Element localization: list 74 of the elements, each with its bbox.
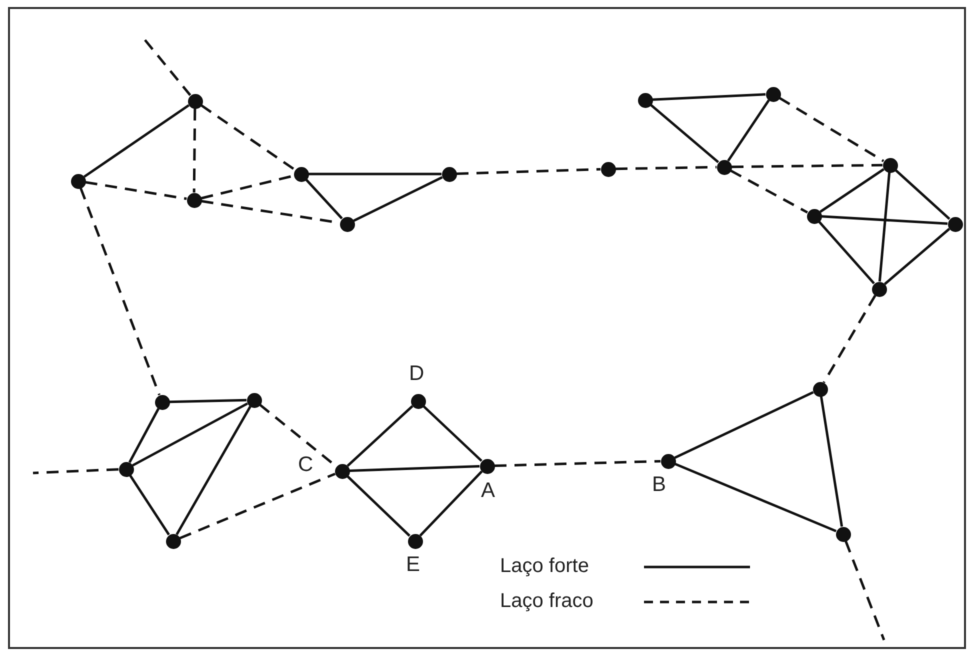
weak-tie-line <box>494 460 661 468</box>
node-dot <box>334 464 350 478</box>
weak-tie-line <box>80 188 160 396</box>
node-dot <box>340 216 354 232</box>
strong-tie-line <box>305 178 343 220</box>
strong-tie-line <box>818 220 875 284</box>
strong-tie-line <box>346 405 414 467</box>
strong-tie-line <box>128 408 160 463</box>
node-dot <box>766 86 780 102</box>
node-dot <box>872 282 886 296</box>
node-dot <box>188 94 202 108</box>
strong-tie-line <box>176 406 252 536</box>
strong-tie-line <box>894 169 950 220</box>
node-dot <box>600 162 616 176</box>
weak-tie-line <box>615 166 717 170</box>
node-dot <box>836 526 850 542</box>
strong-tie-line <box>129 474 170 536</box>
strong-tie-line <box>132 402 248 467</box>
strong-tie-line <box>878 172 891 282</box>
node-label: B <box>652 474 666 495</box>
node-dot <box>806 208 822 224</box>
node-dot <box>716 160 732 174</box>
node-dot <box>442 166 456 182</box>
weak-tie-line <box>179 472 336 540</box>
node-dot <box>948 216 962 232</box>
strong-tie-line <box>308 172 442 176</box>
weak-tie-line <box>144 39 192 96</box>
strong-tie-line <box>346 475 410 537</box>
strong-tie-line <box>83 104 190 178</box>
node-dot <box>480 458 494 474</box>
weak-tie-line <box>201 174 294 200</box>
weak-tie-line <box>731 164 883 168</box>
node-dot <box>246 392 262 408</box>
strong-tie-line <box>169 398 247 404</box>
strong-tie-line <box>884 228 950 286</box>
strong-tie-line <box>349 465 480 472</box>
node-dot <box>118 462 134 476</box>
strong-tie-line <box>821 215 948 225</box>
node-dot <box>70 174 86 188</box>
weak-tie-line <box>85 180 187 200</box>
node-dot <box>660 454 676 468</box>
strong-tie-line <box>674 391 814 459</box>
node-dot <box>154 394 170 410</box>
node-label: D <box>409 363 424 384</box>
node-label: A <box>481 480 496 501</box>
weak-tie-line <box>32 468 119 474</box>
strong-tie-line <box>674 462 837 532</box>
node-dot <box>408 534 422 548</box>
strong-tie-line <box>820 396 844 527</box>
node-dot <box>812 382 828 396</box>
node-label: E <box>406 554 420 575</box>
weak-tie-line <box>200 104 296 171</box>
weak-tie-line <box>192 108 196 193</box>
weak-tie-line <box>822 294 876 384</box>
strong-tie-line <box>650 104 720 164</box>
node-dot <box>186 192 202 208</box>
weak-tie-line <box>844 540 886 640</box>
strong-tie-line <box>353 176 443 222</box>
node-dot <box>410 394 426 408</box>
strong-tie-line <box>422 405 482 462</box>
strong-tie-line <box>727 100 770 162</box>
strong-tie-line <box>820 168 884 213</box>
strong-tie-line <box>419 470 483 536</box>
weak-tie-line <box>456 168 601 176</box>
node-dot <box>166 534 180 548</box>
weak-tie-line <box>778 96 884 162</box>
weak-tie-line <box>730 169 808 214</box>
node-dot <box>294 166 308 182</box>
strong-tie-line <box>652 93 766 101</box>
node-label: C <box>298 454 314 475</box>
node-dot <box>638 92 652 108</box>
node-dot <box>882 158 898 172</box>
legend-text: Laço forte <box>500 556 589 576</box>
legend-text: Laço fraco <box>500 591 594 611</box>
